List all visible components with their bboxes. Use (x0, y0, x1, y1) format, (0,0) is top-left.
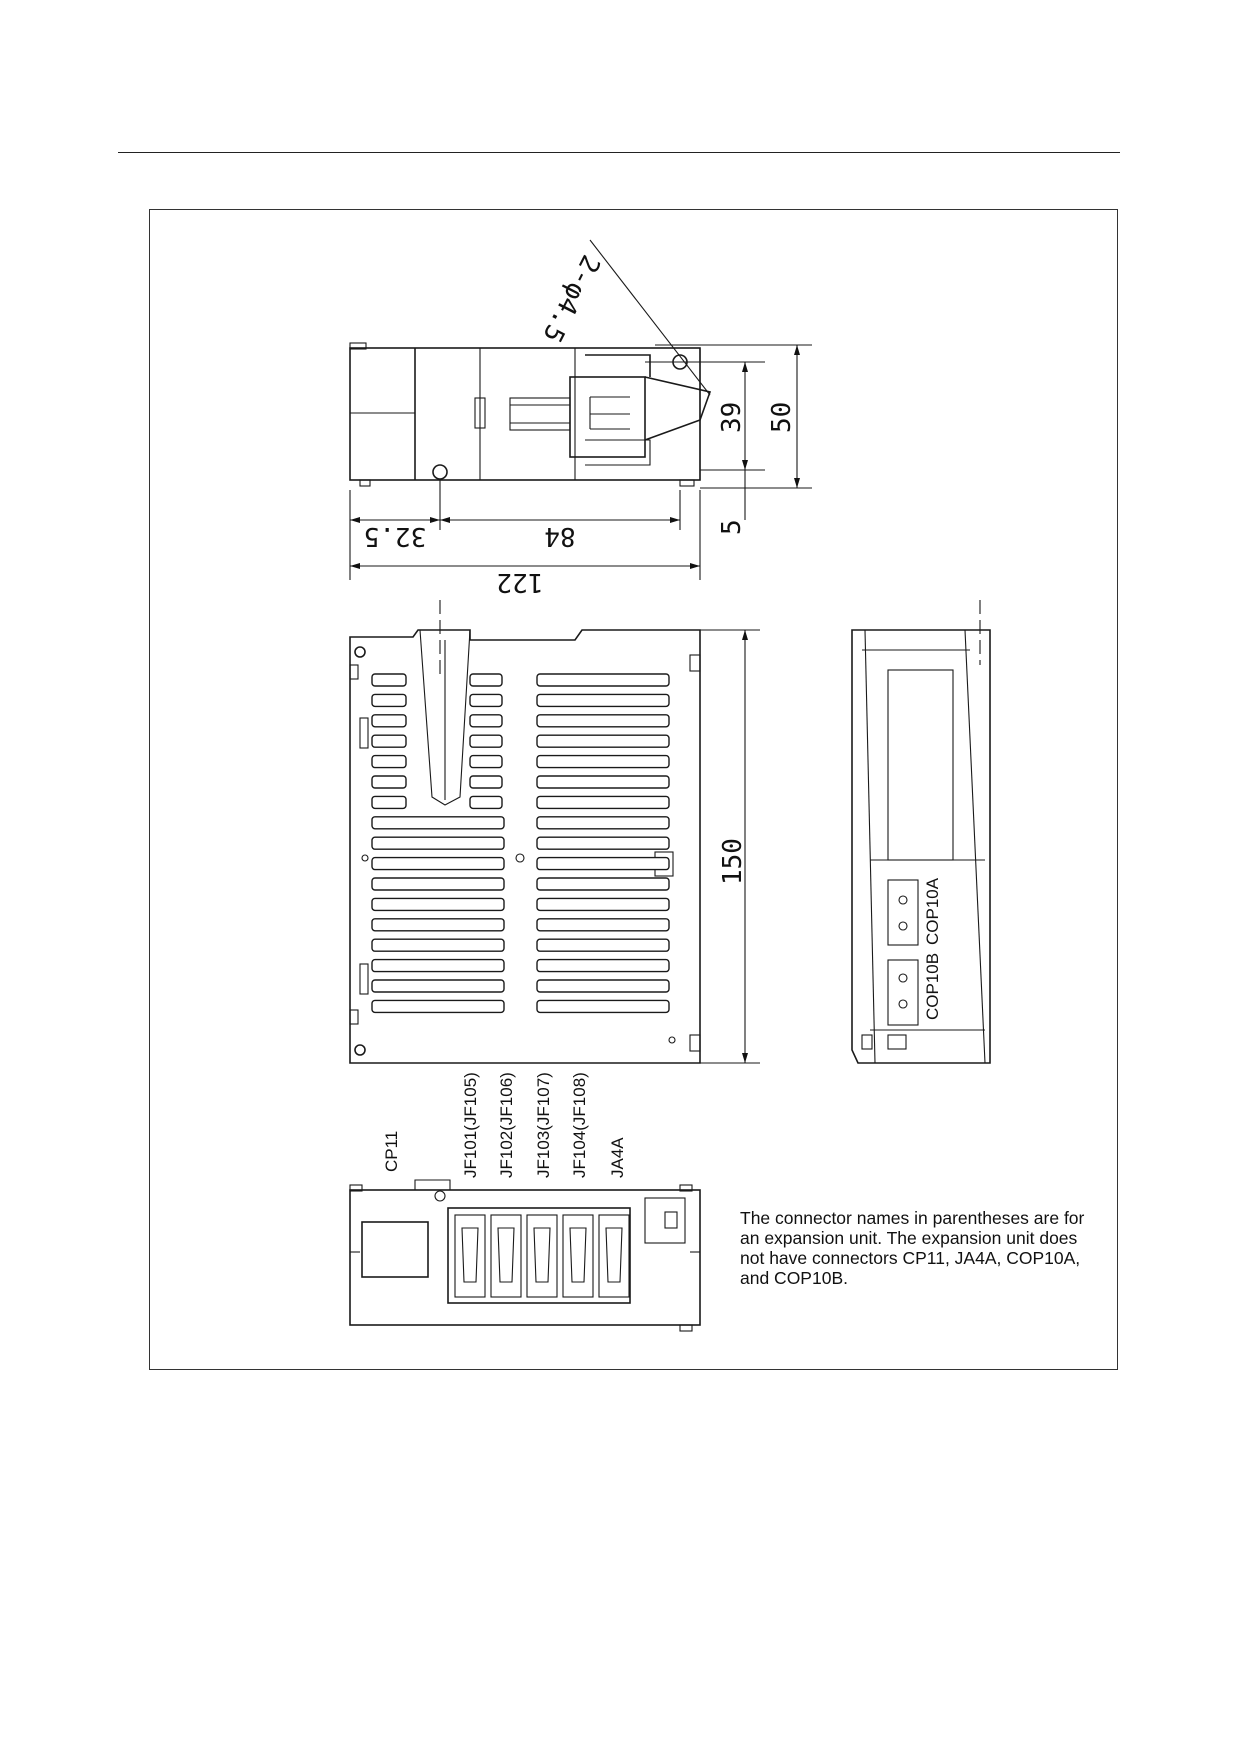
vent-slot (536, 816, 670, 830)
vent-slot (469, 734, 503, 748)
label-ja4a: JA4A (608, 1137, 627, 1178)
vent-slot (536, 836, 670, 850)
vent-slot (469, 673, 503, 687)
vent-slot (371, 754, 407, 769)
vent-slot (371, 856, 505, 871)
dim-hole-label: 2-φ4.5 (536, 250, 605, 347)
vent-slot (536, 714, 670, 728)
vent-slot (469, 795, 503, 810)
connector-body (526, 1214, 558, 1298)
vent-slot (536, 979, 670, 993)
vent-slot (469, 714, 503, 728)
vent-slot (371, 734, 407, 748)
vent-slot (469, 775, 503, 789)
vent-slot (536, 938, 670, 952)
dim-32-5-label: 32.5 (364, 521, 427, 551)
vent-slot (536, 958, 670, 973)
vent-slot (371, 897, 505, 912)
dim-50-label: 50 (767, 402, 797, 433)
vent-slot (536, 877, 670, 891)
vent-slot (536, 693, 670, 708)
top-view-dimensions: 2-φ4.5 39 50 5 32.5 84 122 (349, 239, 812, 597)
connector-socket (605, 1227, 623, 1283)
vent-slot (371, 918, 505, 932)
dim-84-label: 84 (544, 521, 575, 551)
ja4a-side-port (644, 1197, 686, 1244)
vent-slot (536, 897, 670, 912)
vent-slot (371, 938, 505, 952)
bottom-connector-labels: CP11 JF101(JF105) JF102(JF106) JF103(JF1… (382, 1072, 627, 1178)
connector-body (598, 1214, 630, 1298)
vent-slot (536, 673, 670, 687)
cop10a-port (887, 879, 919, 946)
vent-slot (371, 979, 505, 993)
label-jf104: JF104(JF108) (570, 1072, 589, 1178)
label-cop10a: COP10A (923, 877, 942, 945)
connector-socket (569, 1227, 587, 1283)
vent-slot (469, 754, 503, 769)
vent-slot (536, 795, 670, 810)
label-jf102: JF102(JF106) (497, 1072, 516, 1178)
connector-body (490, 1214, 522, 1298)
vent-slot (536, 734, 670, 748)
vent-slot (536, 856, 670, 871)
label-jf103: JF103(JF107) (534, 1072, 553, 1178)
connector-socket (461, 1227, 479, 1283)
vent-slot (469, 693, 503, 708)
label-jf101: JF101(JF105) (461, 1072, 480, 1178)
figure-frame (149, 209, 1118, 1370)
connector-socket (533, 1227, 551, 1283)
vent-slot (371, 999, 505, 1014)
mounting-hole-2 (432, 464, 448, 480)
dim-39-label: 39 (717, 402, 747, 433)
connector-socket (497, 1227, 515, 1283)
vent-slot (371, 795, 407, 810)
connector-body (562, 1214, 594, 1298)
vent-slot (536, 754, 670, 769)
expansion-unit-note: The connector names in parentheses are f… (740, 1208, 1085, 1288)
dim-150-label: 150 (718, 838, 748, 885)
cp11-port (361, 1221, 429, 1278)
vent-slot (536, 775, 670, 789)
side-view: COP10A COP10B (851, 600, 991, 1064)
vent-slot (371, 693, 407, 708)
vent-slot (371, 673, 407, 687)
bottom-view (349, 1179, 701, 1332)
vent-slot (371, 714, 407, 728)
connector-row (454, 1214, 630, 1298)
cop10b-port (887, 959, 919, 1026)
vent-slot (536, 918, 670, 932)
vent-slot (536, 999, 670, 1014)
vent-slot (371, 958, 505, 973)
vent-slot (371, 877, 505, 891)
vent-slot (371, 836, 505, 850)
vent-slot (371, 775, 407, 789)
dim-122-label: 122 (497, 567, 544, 597)
label-cp11: CP11 (382, 1131, 401, 1172)
connector-body (454, 1214, 486, 1298)
top-view (349, 342, 712, 487)
label-cop10b: COP10B (923, 953, 942, 1020)
ventilation-slots (371, 673, 670, 1014)
header-rule (118, 152, 1120, 153)
front-view: 150 (349, 600, 760, 1064)
dim-5-label: 5 (717, 519, 747, 535)
vent-slot (371, 816, 505, 830)
